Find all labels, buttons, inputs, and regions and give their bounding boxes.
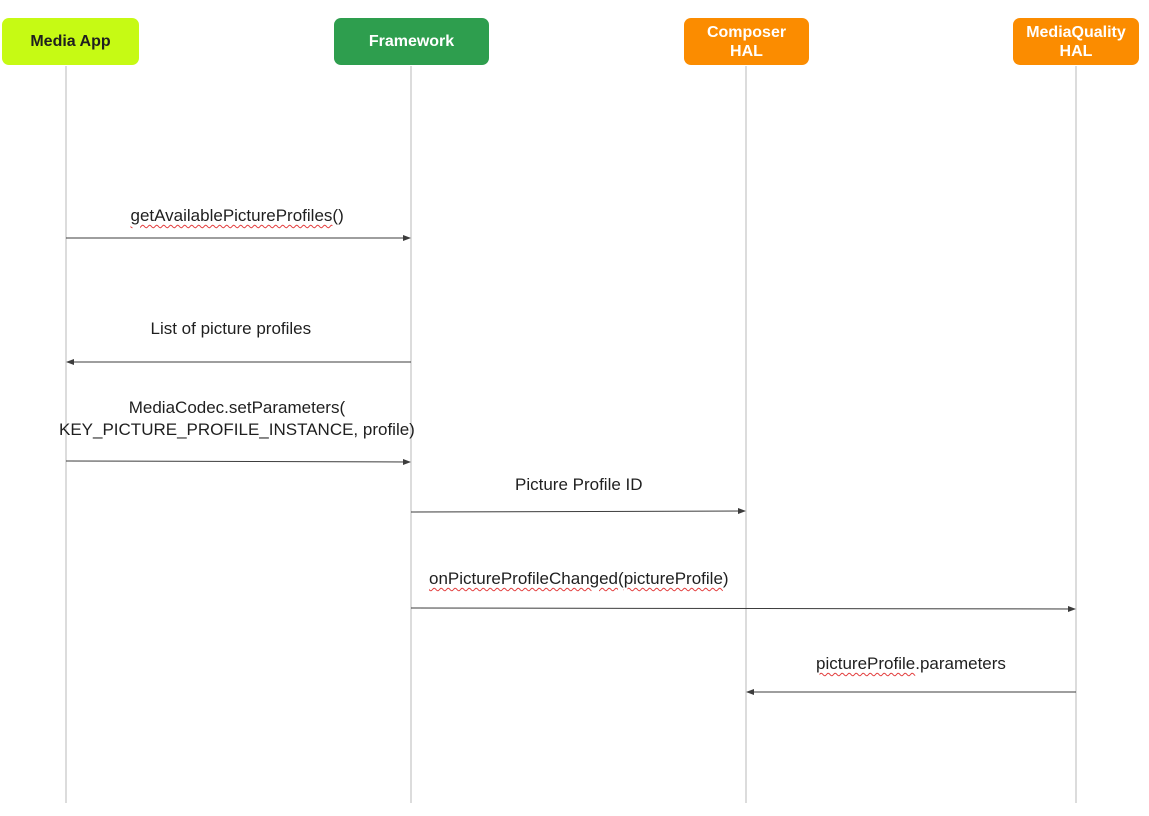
label-text: ) <box>722 569 729 588</box>
label-text: ( <box>618 569 624 588</box>
message-picture-profile-id-label: Picture Profile ID <box>515 474 643 496</box>
message-get-available-picture-profiles-label: getAvailablePictureProfiles() <box>131 205 344 227</box>
participant-media-app: Media App <box>2 18 139 65</box>
label-text: () <box>332 206 344 225</box>
message-on-picture-profile-changed-arrow <box>410 605 1076 612</box>
message-on-picture-profile-changed-label: onPictureProfileChanged(pictureProfile) <box>429 568 729 590</box>
spellcheck-word: getAvailablePictureProfiles <box>130 206 333 225</box>
spellcheck-word: pictureProfile <box>816 654 916 673</box>
spellcheck-word: onPictureProfileChanged <box>429 569 619 588</box>
message-list-of-picture-profiles-label: List of picture profiles <box>151 318 312 340</box>
message-arrows <box>65 235 1076 695</box>
spellcheck-word: pictureProfile <box>623 569 723 588</box>
label-text: MediaCodec.setParameters( KEY_PICTURE_PR… <box>59 398 415 439</box>
participant-mediaquality-hal: MediaQuality HAL <box>1013 18 1139 65</box>
label-text: Picture Profile ID <box>515 475 643 494</box>
message-media-codec-set-parameters-label: MediaCodec.setParameters( KEY_PICTURE_PR… <box>59 397 415 441</box>
message-picture-profile-id-arrow <box>410 508 746 515</box>
participant-composer-hal: Composer HAL <box>684 18 809 65</box>
participant-framework: Framework <box>334 18 489 65</box>
lifelines <box>65 66 1077 803</box>
message-picture-profile-parameters-label: pictureProfile.parameters <box>816 653 1006 675</box>
label-text: List of picture profiles <box>150 319 312 338</box>
label-text: .parameters <box>915 654 1006 673</box>
message-media-codec-set-parameters-arrow <box>65 458 411 465</box>
